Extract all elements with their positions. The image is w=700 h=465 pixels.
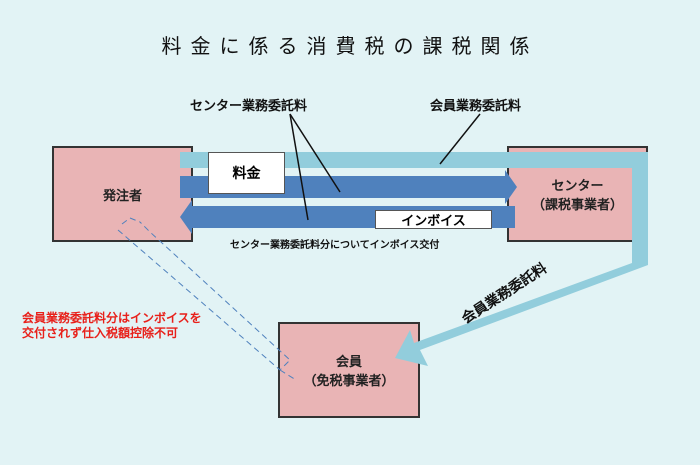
orderer-label: 発注者 bbox=[102, 188, 142, 204]
warning-line-2: 交付されず仕入税額控除不可 bbox=[22, 326, 179, 340]
dashed-no-invoice-arrow bbox=[117, 217, 297, 381]
center-sub-label: （課税事業者） bbox=[531, 198, 623, 213]
pointer-lines bbox=[289, 113, 481, 221]
fee-label: 料金 bbox=[208, 152, 285, 194]
member-fee-label: 会員業務委託料 bbox=[430, 99, 522, 114]
center-label: センター bbox=[551, 179, 604, 194]
invoice-label: インボイス bbox=[375, 210, 492, 229]
diagram-title: 料金に係る消費税の課税関係 bbox=[161, 34, 539, 58]
member-box: 会員 （免税事業者） bbox=[278, 322, 420, 418]
invoice-caption: センター業務委託料分についてインボイス交付 bbox=[230, 240, 440, 251]
warning-line-1: 会員業務委託料分はインボイスを bbox=[22, 311, 202, 325]
member-sub-label: （免税事業者） bbox=[303, 374, 395, 389]
member-label: 会員 bbox=[335, 355, 362, 370]
warning-text: 会員業務委託料分はインボイスを 交付されず仕入税額控除不可 bbox=[22, 311, 202, 341]
orderer-box: 発注者 bbox=[52, 146, 193, 242]
center-fee-label: センター業務委託料 bbox=[190, 99, 308, 114]
